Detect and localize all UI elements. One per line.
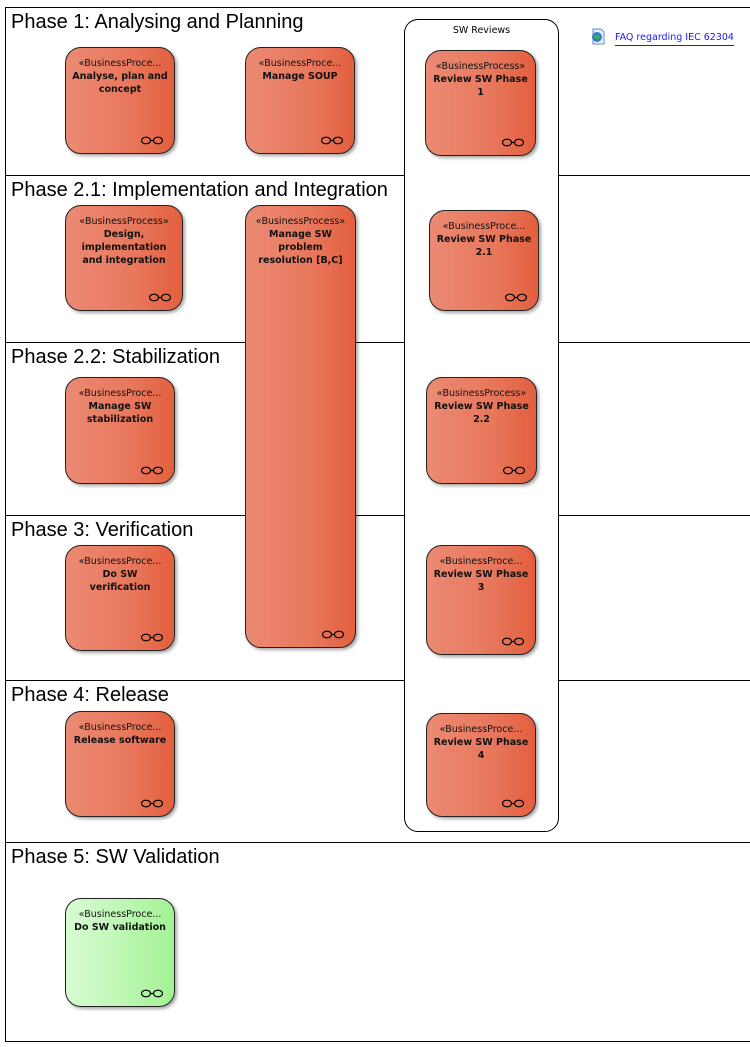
process-stereotype: «BusinessProcess» (436, 388, 527, 399)
business-process-8[interactable]: «BusinessProcess» Review SW Phase 2.2 (426, 377, 537, 484)
process-stereotype: «BusinessProce... (442, 221, 526, 232)
process-name: Analyse, plan and concept (72, 71, 168, 95)
process-stereotype: «BusinessProcess» (255, 216, 346, 227)
process-stereotype: «BusinessProce... (78, 909, 162, 920)
composite-glasses-icon (140, 136, 164, 145)
business-process-3[interactable]: «BusinessProcess» Review SW Phase 1 (425, 50, 536, 156)
lane-phase-2-1: Phase 2.1: Implementation and Integratio… (5, 175, 750, 343)
composite-glasses-icon (502, 466, 526, 475)
process-name: Manage SW problem resolution [B,C] (258, 229, 343, 266)
process-stereotype: «BusinessProcess» (435, 61, 526, 72)
process-stereotype: «BusinessProce... (78, 556, 162, 567)
composite-glasses-icon (501, 138, 525, 147)
business-process-7[interactable]: «BusinessProce... Manage SW stabilization (65, 377, 175, 484)
process-name: Review SW Phase 2.1 (436, 234, 532, 258)
composite-glasses-icon (321, 630, 345, 639)
composite-glasses-icon (140, 799, 164, 808)
composite-glasses-icon (320, 136, 344, 145)
faq-link-label[interactable]: FAQ regarding IEC 62304 (615, 32, 734, 46)
process-stereotype: «BusinessProce... (439, 724, 523, 735)
business-process-2[interactable]: «BusinessProce... Manage SOUP (245, 47, 355, 154)
process-name: Do SW validation (74, 922, 166, 933)
business-process-5[interactable]: «BusinessProcess» Manage SW problem resol… (245, 205, 356, 648)
lane-phase-5: Phase 5: SW Validation (5, 842, 750, 1042)
process-name: Release software (73, 735, 167, 746)
process-stereotype: «BusinessProcess» (79, 216, 169, 227)
process-name: Review SW Phase 4 (433, 737, 529, 761)
process-stereotype: «BusinessProce... (258, 58, 342, 69)
faq-link[interactable]: FAQ regarding IEC 62304 (590, 26, 734, 46)
lane-title: Phase 3: Verification (11, 519, 194, 541)
lane-title: Phase 2.1: Implementation and Integratio… (11, 179, 388, 201)
composite-glasses-icon (140, 633, 164, 642)
lane-title: Phase 1: Analysing and Planning (11, 11, 304, 33)
lane-phase-2-2: Phase 2.2: Stabilization (5, 342, 750, 516)
lane-phase-1: Phase 1: Analysing and Planning (5, 7, 750, 176)
business-process-12[interactable]: «BusinessProce... Review SW Phase 4 (426, 713, 536, 817)
business-process-11[interactable]: «BusinessProce... Release software (65, 711, 175, 817)
lane-phase-3: Phase 3: Verification (5, 515, 750, 681)
process-stereotype: «BusinessProce... (439, 556, 523, 567)
process-name: Manage SOUP (262, 71, 338, 82)
process-name: Review SW Phase 3 (433, 569, 529, 593)
process-name: Review SW Phase 1 (433, 74, 528, 98)
business-process-10[interactable]: «BusinessProce... Review SW Phase 3 (426, 545, 536, 655)
process-name: Manage SW stabilization (86, 401, 154, 425)
process-name: Review SW Phase 2.2 (434, 401, 529, 425)
composite-glasses-icon (140, 989, 164, 998)
business-process-9[interactable]: «BusinessProce... Do SW verification (65, 545, 175, 651)
lane-phase-4: Phase 4: Release (5, 680, 750, 843)
composite-glasses-icon (504, 293, 528, 302)
composite-glasses-icon (501, 637, 525, 646)
lane-title: Phase 4: Release (11, 684, 169, 706)
business-process-4[interactable]: «BusinessProcess» Design, implementation … (65, 205, 183, 311)
lane-title: Phase 2.2: Stabilization (11, 346, 221, 368)
process-stereotype: «BusinessProce... (78, 58, 162, 69)
composite-glasses-icon (148, 293, 172, 302)
composite-glasses-icon (140, 466, 164, 475)
container-title: SW Reviews (452, 25, 511, 36)
globe-document-icon (592, 28, 605, 44)
business-process-1[interactable]: «BusinessProce... Analyse, plan and conce… (65, 47, 175, 154)
process-name: Design, implementation and integration (81, 229, 167, 266)
business-process-13[interactable]: «BusinessProce... Do SW validation (65, 898, 175, 1007)
process-stereotype: «BusinessProce... (78, 722, 162, 733)
composite-glasses-icon (501, 799, 525, 808)
business-process-6[interactable]: «BusinessProce... Review SW Phase 2.1 (429, 210, 539, 311)
process-stereotype: «BusinessProce... (78, 388, 162, 399)
lane-title: Phase 5: SW Validation (11, 846, 220, 868)
process-name: Do SW verification (89, 569, 151, 593)
